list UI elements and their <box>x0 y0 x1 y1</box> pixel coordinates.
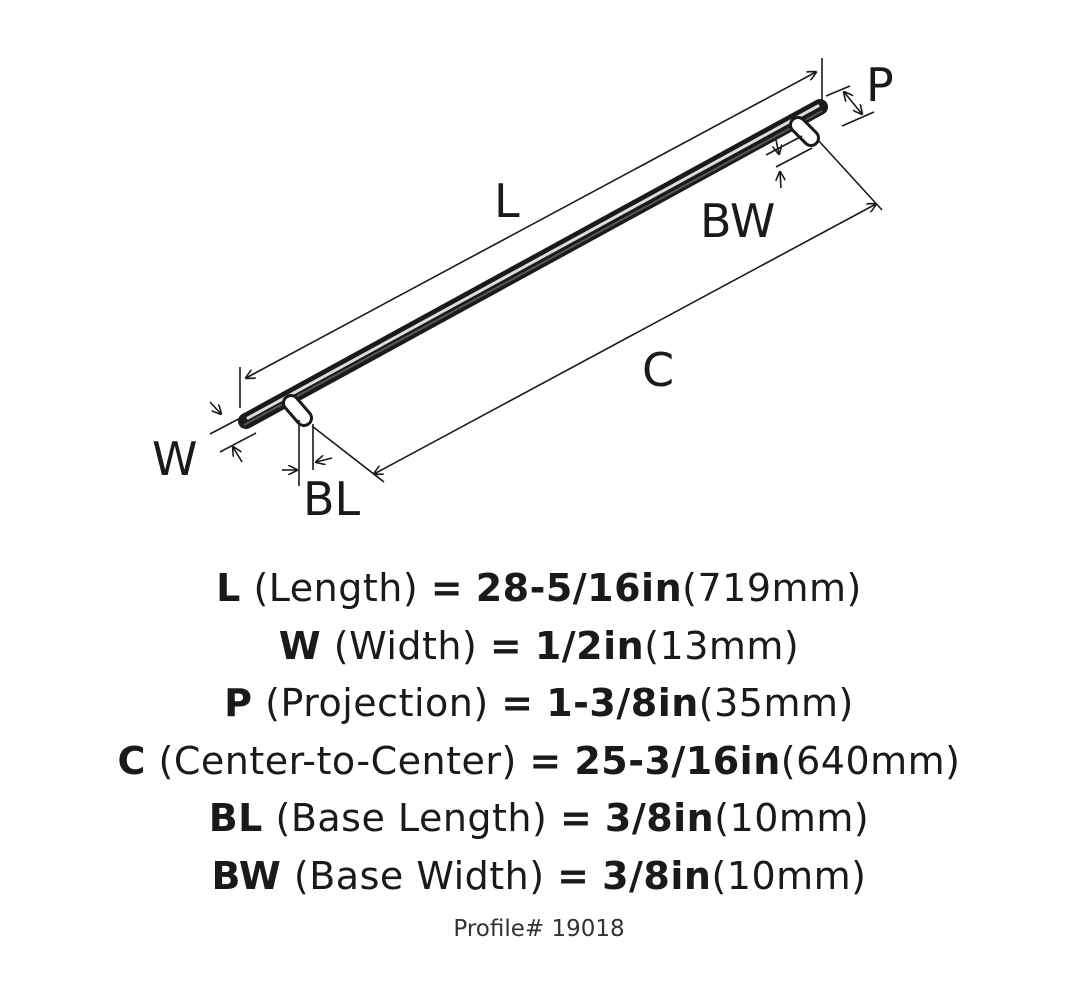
spec-line-l: L (Length) = 28-5/16in(719mm) <box>0 560 1078 618</box>
spec-metric-value: (35mm) <box>698 681 854 725</box>
spec-equals: = <box>557 853 590 898</box>
spec-equals: = <box>501 681 534 725</box>
left-post <box>282 394 313 427</box>
spec-metric-value: (10mm) <box>714 796 870 840</box>
width-dimension <box>209 401 257 463</box>
spec-line-bw: BW (Base Width) = 3/8in(10mm) <box>0 848 1078 906</box>
base-width-dimension <box>765 135 813 189</box>
label-bw: BW <box>700 194 775 248</box>
spec-line-c: C (Center-to-Center) = 25-3/16in(640mm) <box>0 733 1078 791</box>
base-length-dimension <box>282 420 333 486</box>
spec-metric-value: (640mm) <box>780 738 961 783</box>
spec-imperial-value: 3/8in <box>604 796 715 840</box>
center-to-center-dimension <box>311 139 883 483</box>
label-w: W <box>152 432 197 486</box>
spec-imperial-value: 25-3/16in <box>574 738 781 783</box>
spec-equals: = <box>559 796 593 840</box>
spec-metric-value: (13mm) <box>644 623 800 668</box>
spec-metric-value: (10mm) <box>711 853 867 898</box>
spec-equals: = <box>529 738 562 783</box>
spec-line-w: W (Width) = 1/2in(13mm) <box>0 618 1078 676</box>
label-c: C <box>642 343 674 397</box>
spec-description: (Base Length) <box>275 796 548 840</box>
spec-equals: = <box>430 566 464 610</box>
spec-line-bl: BL (Base Length) = 3/8in(10mm) <box>0 790 1078 848</box>
spec-metric-value: (719mm) <box>682 566 862 610</box>
profile-number: Profile# 19018 <box>453 916 625 942</box>
spec-description: (Center-to-Center) <box>158 738 517 783</box>
spec-key: BW <box>211 853 282 898</box>
spec-imperial-value: 1/2in <box>534 623 645 668</box>
spec-key: P <box>224 681 253 725</box>
spec-imperial-value: 3/8in <box>602 853 712 898</box>
spec-imperial-value: 28-5/16in <box>475 566 683 610</box>
spec-equals: = <box>489 623 523 668</box>
spec-key: C <box>117 738 146 783</box>
spec-key: BL <box>208 796 263 840</box>
spec-key: L <box>216 566 241 610</box>
bar-handle <box>238 99 828 429</box>
specifications-list: L (Length) = 28-5/16in(719mm)W (Width) =… <box>0 560 1078 905</box>
projection-dimension <box>825 85 875 127</box>
spec-line-p: P (Projection) = 1-3/8in(35mm) <box>0 675 1078 733</box>
label-l: L <box>494 174 520 228</box>
spec-imperial-value: 1-3/8in <box>546 681 699 725</box>
right-post <box>789 116 820 147</box>
label-p: P <box>866 58 894 112</box>
spec-description: (Length) <box>253 566 419 610</box>
spec-description: (Projection) <box>265 681 489 725</box>
handle-dimension-diagram: L P BW C W BL <box>152 58 894 526</box>
spec-key: W <box>278 623 322 668</box>
label-bl: BL <box>303 472 361 526</box>
spec-description: (Width) <box>333 623 478 668</box>
spec-description: (Base Width) <box>293 853 545 898</box>
